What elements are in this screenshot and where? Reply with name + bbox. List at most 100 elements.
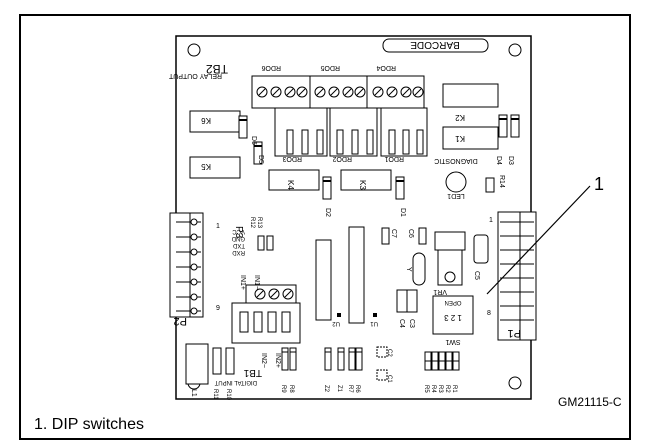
tb2-sub-label: RELAY OUTPUT <box>168 72 222 79</box>
bottom-part <box>355 347 363 371</box>
p1-pin8-label: 8 <box>487 310 491 317</box>
u2-pin1-marker <box>337 313 341 317</box>
r13-resistor <box>266 235 274 251</box>
diode-body <box>322 176 332 200</box>
resistor-array <box>424 351 460 371</box>
bottom-part <box>348 347 356 371</box>
r11-resistor <box>212 347 222 375</box>
bottom-part <box>289 347 297 371</box>
r1-label: R1 <box>451 385 457 393</box>
barcode-label: BARCODE <box>410 39 460 50</box>
r13-label: R13 <box>256 217 262 229</box>
r11-label: R11 <box>212 389 218 400</box>
crystal <box>412 252 426 286</box>
p2-pin-hole <box>190 218 198 226</box>
r10-resistor <box>225 347 235 375</box>
d1-label: D1 <box>399 208 406 217</box>
bottom-part <box>324 347 332 371</box>
figure-caption: 1. DIP switches <box>34 416 144 433</box>
r12-label: R12 <box>249 217 255 229</box>
screw-slot <box>258 88 266 96</box>
screw-slot <box>298 88 306 96</box>
r12-resistor <box>257 235 265 251</box>
bottom-component-row <box>281 347 363 371</box>
rdo3-label: RDO3 <box>282 155 302 162</box>
screw-slot <box>344 88 352 96</box>
sw1-label: SW1 <box>445 338 460 345</box>
screw-slot <box>356 88 364 96</box>
diode-body <box>498 114 508 138</box>
relay-pin <box>316 129 324 155</box>
barcode-label-box <box>382 38 489 53</box>
r7-label: R7 <box>347 385 353 393</box>
tb2-terminal-block <box>251 75 425 109</box>
u1-pin1-marker <box>373 313 377 317</box>
screw-slot <box>286 88 294 96</box>
bottom-part <box>337 347 345 371</box>
z2-label: Z2 <box>323 385 329 393</box>
screw-slot <box>256 290 264 298</box>
k4-label: K4 <box>286 180 295 190</box>
r2-label: R2 <box>444 385 450 393</box>
p3-pin-label: RXD <box>232 249 245 255</box>
diagnostic-label: DIAGNOSTIC <box>434 157 478 164</box>
figure-frame <box>19 14 631 440</box>
sw1-numbers: 1 2 3 <box>444 313 462 322</box>
in2-plus-label: IN2+ <box>274 353 281 368</box>
c1-cap <box>376 369 388 381</box>
rdo6-label: RDO6 <box>261 64 281 71</box>
relay-pin <box>388 129 396 155</box>
diode-body <box>238 115 248 139</box>
p1-pin1-label: 1 <box>489 217 493 224</box>
relay-pin <box>286 129 294 155</box>
p2-pin-hole <box>190 293 198 301</box>
vr1-regulator <box>437 249 463 286</box>
relay-pin <box>366 129 374 155</box>
k3-label: K3 <box>358 180 367 190</box>
d2-label: D2 <box>324 208 331 217</box>
p3-pin-label: GND <box>231 235 245 241</box>
c4-label: C4 <box>398 319 405 328</box>
k5-label: K5 <box>201 162 211 171</box>
vr1-hole-icon <box>444 271 456 283</box>
mounting-hole-icon <box>187 43 201 57</box>
diode-body <box>253 141 263 165</box>
diode-body <box>510 114 520 138</box>
callout-leader-line <box>486 185 591 295</box>
l1-inductor <box>185 343 209 385</box>
k6-label: K6 <box>201 116 211 125</box>
p3-pin-label: VCC <box>232 228 245 234</box>
diode-body <box>395 176 405 200</box>
relay-pin <box>351 129 359 155</box>
screw-slot <box>284 290 292 298</box>
screw-slot <box>388 88 396 96</box>
mounting-hole-icon <box>508 43 522 57</box>
led-icon <box>445 171 467 193</box>
diode-group <box>238 114 520 200</box>
relay-pin <box>402 129 410 155</box>
u2-chip <box>315 239 332 321</box>
in2-minus-label: IN2− <box>260 353 267 368</box>
c5-label: C5 <box>473 271 480 280</box>
u1-chip <box>348 226 365 324</box>
p2-connector <box>169 212 204 318</box>
c5-cap <box>473 234 489 264</box>
r4-label: R4 <box>430 385 436 393</box>
screw-slot <box>374 88 382 96</box>
y-label: Y <box>405 267 412 272</box>
r10-label: R10 <box>225 389 231 401</box>
p3-pin-label: TXD <box>232 242 245 248</box>
screw-slot <box>414 88 422 96</box>
relay-pin <box>301 129 309 155</box>
rdo2-label: RDO2 <box>332 155 352 162</box>
tb1-terminal-block <box>231 284 301 344</box>
d5-label: D5 <box>257 155 264 164</box>
z1-label: Z1 <box>336 385 342 393</box>
led1-label: LED1 <box>447 192 465 199</box>
tb1-pin <box>253 311 263 333</box>
relay-pin <box>336 129 344 155</box>
d6-label: D6 <box>250 136 257 145</box>
rdo4-label: RDO4 <box>376 64 396 71</box>
c3-label: C3 <box>408 319 415 328</box>
rdo5-label: RDO5 <box>320 64 340 71</box>
